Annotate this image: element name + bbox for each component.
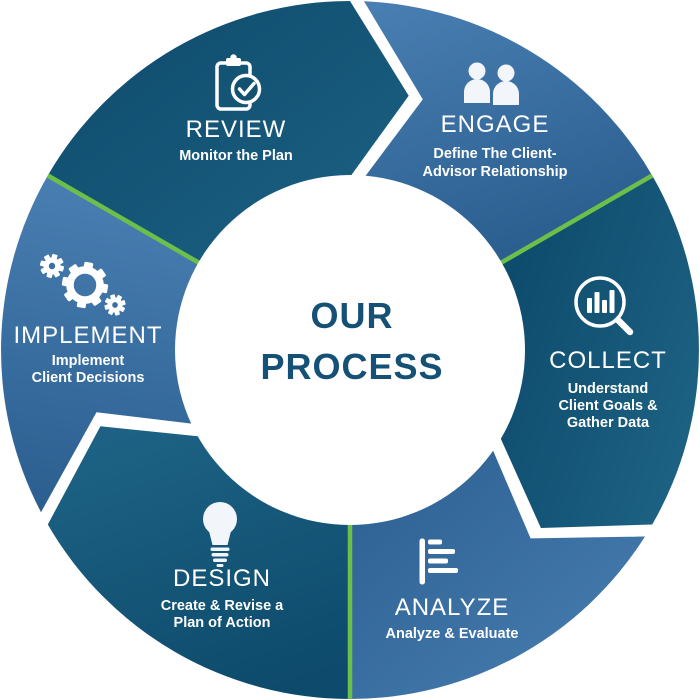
segment-title-review: REVIEW — [186, 116, 287, 143]
segment-desc-line: Plan of Action — [174, 615, 271, 631]
segment-desc-line: Create & Revise a — [161, 598, 284, 614]
center-title-line2: PROCESS — [260, 346, 443, 387]
segment-title-design: DESIGN — [173, 565, 271, 592]
segment-desc-line: Define The Client- — [433, 146, 556, 162]
segment-desc-line: Understand — [568, 381, 649, 397]
segment-collect — [499, 175, 699, 528]
segment-labels: REVIEW Monitor the Plan ENGAGE Define Th… — [13, 111, 667, 642]
clipboard-check-icon — [215, 54, 262, 111]
segment-dividers — [46, 173, 654, 699]
segment-desc-line: Analyze & Evaluate — [386, 626, 519, 642]
segment-title-engage: ENGAGE — [441, 111, 550, 138]
divider-implement-review — [46, 173, 202, 266]
center-title-line1: OUR — [311, 295, 394, 336]
divider-engage-collect — [498, 173, 654, 266]
gears-icon — [37, 251, 130, 320]
segment-desc-line: Gather Data — [567, 415, 650, 431]
lightbulb-icon — [203, 502, 237, 567]
segment-review — [47, 1, 409, 264]
center-circle — [175, 175, 525, 525]
two-people-icon — [464, 62, 519, 105]
segment-analyze — [350, 448, 645, 699]
segment-design — [47, 426, 351, 699]
segment-desc-line: Implement — [52, 353, 125, 369]
horizontal-bar-chart-icon — [419, 538, 458, 585]
segment-title-implement: IMPLEMENT — [13, 322, 162, 349]
segment-title-analyze: ANALYZE — [395, 594, 510, 621]
segment-title-collect: COLLECT — [549, 347, 667, 374]
magnifier-bar-chart-icon — [574, 276, 634, 336]
segment-desc-line: Advisor Relationship — [422, 164, 567, 180]
segment-desc-line: Client Decisions — [32, 370, 145, 386]
segment-desc-line: Monitor the Plan — [179, 148, 293, 164]
segment-desc-line: Client Goals & — [558, 398, 658, 414]
